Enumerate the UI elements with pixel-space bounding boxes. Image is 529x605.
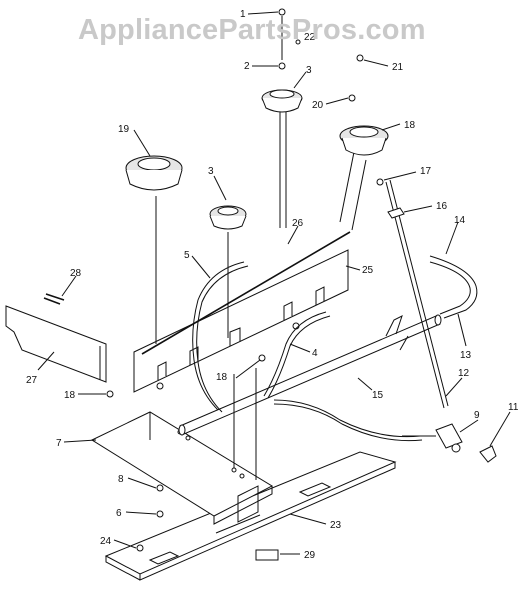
screw-6 [156, 510, 164, 518]
callout-8: 8 [118, 474, 124, 485]
callout-1: 1 [240, 9, 246, 20]
callout-9: 9 [474, 410, 480, 421]
valve [402, 423, 463, 453]
screw-left [106, 390, 114, 398]
knob [479, 445, 497, 463]
control-rod [429, 255, 478, 319]
screw-1 [278, 8, 286, 16]
callout-18c: 18 [64, 390, 76, 401]
callout-28: 28 [70, 268, 82, 279]
callout-18a: 18 [404, 120, 416, 131]
callout-29: 29 [304, 550, 316, 561]
washer-22 [295, 39, 301, 45]
callout-27: 27 [26, 375, 38, 386]
callout-17: 17 [420, 166, 432, 177]
callout-24: 24 [100, 536, 112, 547]
burner-top [261, 89, 303, 113]
callout-labels: 1 22 2 3 21 20 18 19 3 26 17 16 14 28 5 … [26, 9, 519, 561]
gas-tubes [192, 112, 423, 442]
valve-shaft [385, 181, 445, 409]
burner-left-large [125, 155, 183, 191]
leader-lines [37, 11, 511, 555]
callout-2: 2 [244, 61, 250, 72]
callout-13: 13 [460, 350, 472, 361]
clip [43, 293, 65, 305]
callout-16a: 16 [436, 201, 448, 212]
callout-6: 6 [116, 508, 122, 519]
screw [376, 178, 384, 186]
spacer-2 [278, 62, 286, 70]
burner-right-large [339, 125, 389, 156]
screw-mid [258, 354, 266, 362]
mounting-panel [133, 249, 349, 393]
burner-left-small [209, 205, 247, 230]
screw-20 [348, 94, 356, 102]
callout-4: 4 [312, 348, 318, 359]
heat-shield [5, 305, 107, 383]
callout-22: 22 [304, 32, 316, 43]
callout-7: 7 [56, 438, 62, 449]
callout-3a: 3 [306, 65, 312, 76]
callout-23: 23 [330, 520, 342, 531]
nut-8 [156, 484, 164, 492]
callout-15: 15 [372, 390, 384, 401]
callout-5: 5 [184, 250, 190, 261]
burner-bracket [90, 411, 274, 525]
callout-26: 26 [292, 218, 304, 229]
callout-25: 25 [362, 265, 374, 276]
callout-20: 20 [312, 100, 324, 111]
rod [141, 231, 351, 355]
clip-16 [387, 207, 405, 219]
manifold-pipe [178, 314, 442, 436]
callout-19: 19 [118, 124, 130, 135]
callout-18b: 18 [216, 372, 228, 383]
callout-12: 12 [458, 368, 470, 379]
screw-21 [356, 54, 364, 62]
bottom-plate [104, 451, 397, 581]
callout-11: 11 [508, 402, 519, 413]
watermark: AppliancePartsPros.com [78, 14, 426, 46]
bracket-29 [255, 549, 279, 561]
callout-14: 14 [454, 215, 466, 226]
screw-24 [136, 544, 144, 552]
callout-21: 21 [392, 62, 404, 73]
callout-3b: 3 [208, 166, 214, 177]
